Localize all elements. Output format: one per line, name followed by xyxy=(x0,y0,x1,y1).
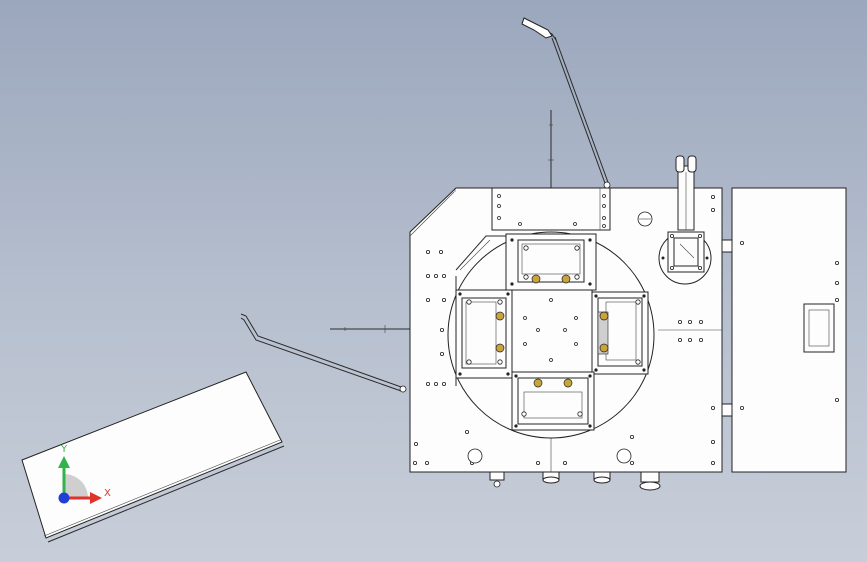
side-cover-panel[interactable] xyxy=(721,187,847,473)
service-hole-1 xyxy=(467,448,483,464)
clamp-assembly[interactable] xyxy=(658,155,712,285)
upper-cable-arm[interactable] xyxy=(521,17,611,189)
fixture-right[interactable] xyxy=(591,291,649,375)
fixture-bottom[interactable] xyxy=(511,371,595,431)
top-mount-block xyxy=(491,187,611,231)
y-axis-arrow xyxy=(58,456,70,468)
x-axis-arrow xyxy=(90,492,102,504)
fixture-top[interactable] xyxy=(505,233,597,291)
z-axis-dot xyxy=(58,492,70,504)
probe-top xyxy=(548,110,554,190)
probe-left xyxy=(330,325,410,333)
x-axis-label: X xyxy=(104,488,111,499)
coordinate-triad: Y X xyxy=(58,444,111,504)
service-hole-2 xyxy=(616,448,632,464)
rotary-table[interactable] xyxy=(447,231,655,439)
tilted-cover-panel[interactable] xyxy=(21,371,285,543)
y-axis-label: Y xyxy=(60,444,68,455)
left-cable-arm[interactable] xyxy=(240,313,407,393)
fixture-left[interactable] xyxy=(455,289,513,379)
